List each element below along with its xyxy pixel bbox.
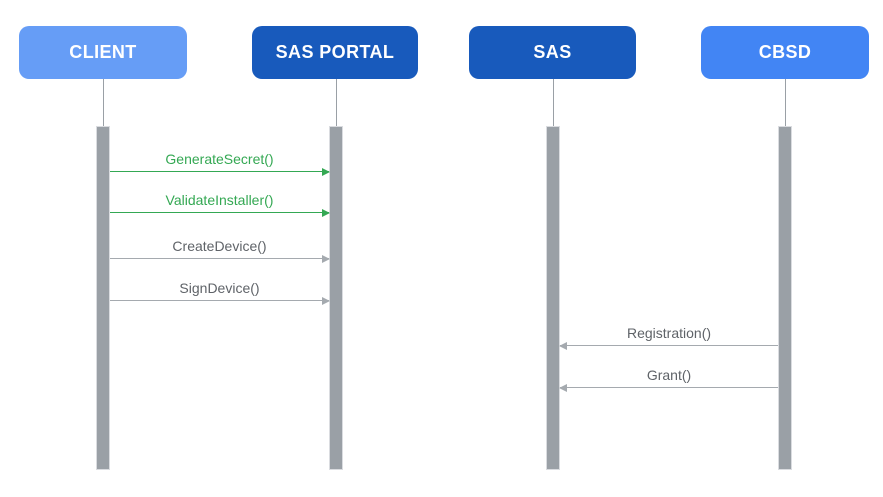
activation-bar-cbsd <box>778 126 792 470</box>
arrowhead-left-icon <box>559 383 567 392</box>
arrowhead-right-icon <box>322 167 330 176</box>
message-label-validate-installer: ValidateInstaller() <box>165 192 274 208</box>
arrowhead-right-icon <box>322 296 330 305</box>
actor-label-cbsd: CBSD <box>758 42 812 62</box>
arrowhead-right-icon <box>322 254 330 263</box>
message-label-create-device: CreateDevice() <box>172 238 267 254</box>
message-line-validate-installer <box>110 211 329 213</box>
activation-bar-client <box>96 126 110 470</box>
message-validate-installer: ValidateInstaller() <box>110 183 330 217</box>
message-line-grant <box>560 387 778 388</box>
activation-bar-sas <box>546 126 560 470</box>
message-line-create-device <box>110 258 329 259</box>
message-create-device: CreateDevice() <box>110 229 330 263</box>
message-label-generate-secret: GenerateSecret() <box>165 151 274 167</box>
message-label-grant: Grant() <box>646 367 692 383</box>
actor-box-sas-portal: SAS PORTAL <box>252 26 418 79</box>
message-line-generate-secret <box>110 170 329 172</box>
message-grant: Grant() <box>559 358 778 392</box>
lifeline-sas <box>553 79 554 126</box>
arrowhead-right-icon <box>322 208 330 217</box>
lifeline-cbsd <box>785 79 786 126</box>
arrowhead-left-icon <box>559 341 567 350</box>
message-label-sign-device: SignDevice() <box>179 280 260 296</box>
message-generate-secret: GenerateSecret() <box>110 142 330 176</box>
message-line-registration <box>560 345 778 346</box>
message-line-sign-device <box>110 300 329 301</box>
actor-box-sas: SAS <box>469 26 636 79</box>
lifeline-sas-portal <box>336 79 337 126</box>
message-registration: Registration() <box>559 316 778 350</box>
activation-bar-sas-portal <box>329 126 343 470</box>
actor-label-client: CLIENT <box>69 42 137 62</box>
actor-box-cbsd: CBSD <box>701 26 869 79</box>
actor-label-sas: SAS <box>533 42 572 62</box>
actor-label-sas-portal: SAS PORTAL <box>275 42 395 62</box>
actor-box-client: CLIENT <box>19 26 187 79</box>
message-label-registration: Registration() <box>626 325 712 341</box>
message-sign-device: SignDevice() <box>110 271 330 305</box>
lifeline-client <box>103 79 104 126</box>
